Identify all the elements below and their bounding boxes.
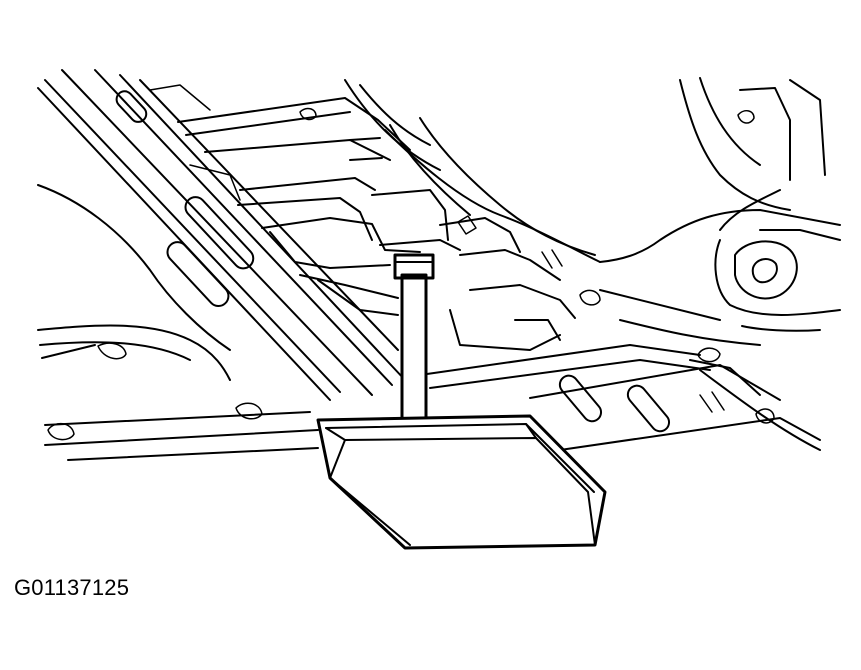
drain-pan [316,414,607,550]
floor-pan-upper [344,79,601,263]
transmission-assembly [177,97,601,351]
rail-slot-holes [115,90,255,308]
drain-tube [393,253,435,422]
lower-crossmember [44,402,319,461]
lower-right-floor-panel [419,344,821,451]
figure-code-label: G01137125 [14,575,130,600]
left-body-contour [37,184,231,381]
frame-rail-left [37,69,406,401]
right-suspension-assembly [599,77,841,346]
